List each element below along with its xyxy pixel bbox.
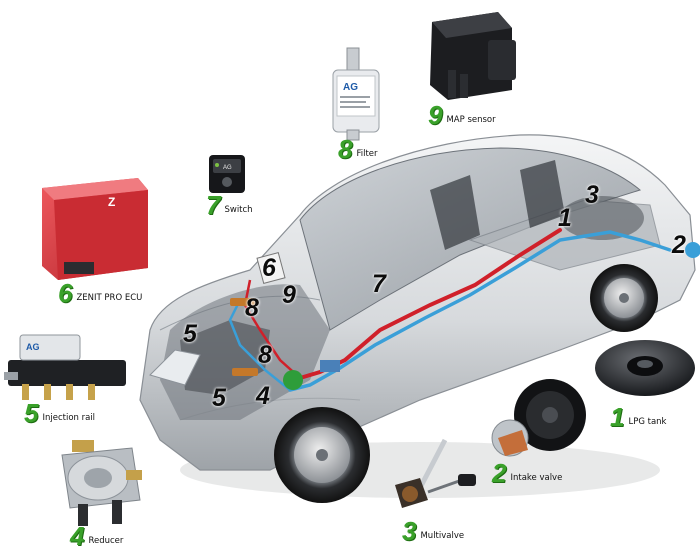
- legend-label: Intake valve: [510, 472, 563, 483]
- legend-label: Reducer: [88, 535, 124, 546]
- legend-number: 7: [206, 190, 221, 220]
- legend-ecu: 6 ZENIT PRO ECU: [58, 280, 142, 306]
- car-marker-1: 1: [558, 204, 572, 232]
- legend-number: 2: [492, 458, 507, 488]
- car-marker-8b: 8: [258, 341, 272, 369]
- legend-number: 9: [428, 100, 443, 130]
- legend-label: Injection rail: [42, 412, 96, 423]
- rail-logo-text: AG: [26, 342, 40, 352]
- legend-filter: 8 Filter: [338, 136, 378, 162]
- lpg-tank-image: [595, 340, 695, 396]
- ecu-image: Z: [42, 178, 148, 280]
- legend-number: 5: [24, 398, 39, 428]
- car-marker-8a: 8: [245, 294, 259, 322]
- car-marker-6: 6: [262, 254, 276, 282]
- car-marker-9: 9: [282, 281, 296, 309]
- injection-rail-image: AG: [4, 334, 126, 400]
- multivalve-image: [395, 438, 476, 508]
- switch-image: AG: [209, 155, 245, 193]
- car-marker-2: 2: [672, 231, 686, 259]
- legend-label: ZENIT PRO ECU: [76, 292, 143, 303]
- legend-number: 6: [58, 278, 73, 308]
- intake-valve-image: [491, 379, 586, 457]
- legend-switch: 7 Switch: [206, 192, 253, 218]
- legend-intake-valve: 2 Intake valve: [492, 460, 562, 486]
- legend-label: Filter: [356, 148, 378, 159]
- filter-image: AG: [332, 47, 380, 141]
- car-marker-3: 3: [585, 181, 599, 209]
- car-marker-4: 4: [256, 382, 270, 410]
- legend-reducer: 4 Reducer: [70, 523, 123, 549]
- reducer-image: [61, 440, 142, 526]
- filter-brand-text: AG: [343, 82, 358, 93]
- legend-label: Multivalve: [420, 530, 465, 541]
- rear-wheel: [590, 264, 658, 332]
- legend-label: Switch: [224, 204, 253, 215]
- legend-label: LPG tank: [628, 416, 667, 427]
- car-marker-7: 7: [372, 270, 386, 298]
- legend-injection-rail: 5 Injection rail: [24, 400, 95, 426]
- legend-map-sensor: 9 MAP sensor: [428, 102, 496, 128]
- map-sensor-image: [430, 12, 516, 100]
- car-marker-5a: 5: [183, 320, 197, 348]
- car-illustration: [139, 134, 700, 503]
- legend-multivalve: 3 Multivalve: [402, 518, 464, 544]
- legend-number: 4: [70, 521, 85, 551]
- front-wheel: [274, 407, 370, 503]
- ecu-logo-text: Z: [108, 195, 115, 209]
- switch-logo-text: AG: [223, 165, 232, 171]
- legend-number: 3: [402, 516, 417, 546]
- legend-lpg-tank: 1 LPG tank: [610, 404, 666, 430]
- legend-label: MAP sensor: [446, 114, 496, 125]
- car-marker-5b: 5: [212, 384, 226, 412]
- legend-number: 8: [338, 134, 353, 164]
- legend-number: 1: [610, 402, 625, 432]
